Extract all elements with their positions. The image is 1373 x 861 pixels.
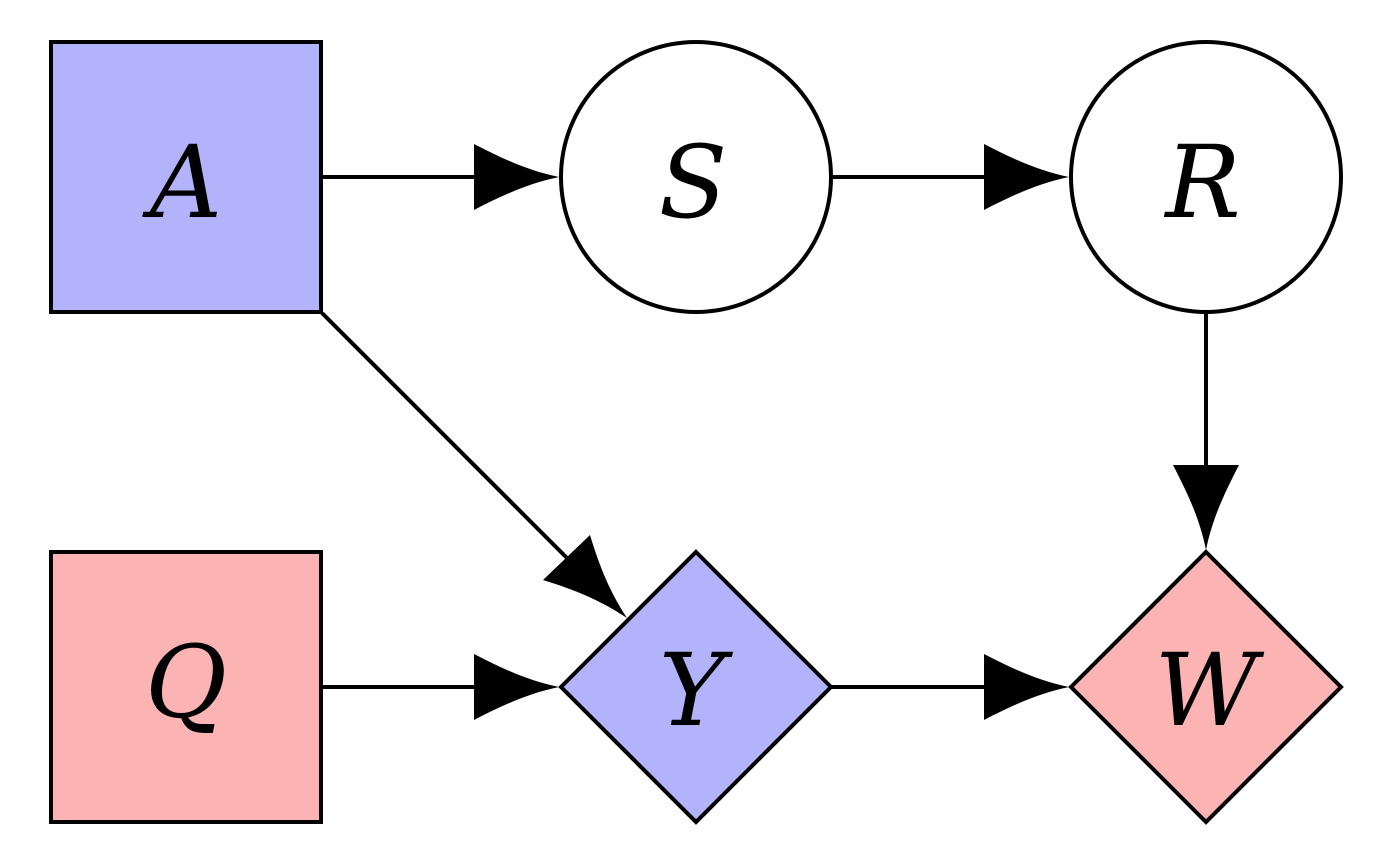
node-w-diamond bbox=[1068, 549, 1344, 825]
node-a-square bbox=[49, 40, 323, 314]
edge-a-to-s bbox=[322, 144, 559, 210]
node-w-label: W bbox=[1155, 632, 1265, 749]
edge-q-to-y bbox=[322, 654, 559, 720]
edge-a-to-y bbox=[320, 311, 627, 618]
node-s-label: S bbox=[659, 124, 728, 241]
edges bbox=[320, 144, 1239, 720]
node-q[interactable]: Q bbox=[49, 550, 323, 824]
nodes: A S R Q Y W bbox=[49, 40, 1344, 825]
edge-r-to-w bbox=[1173, 313, 1239, 550]
node-q-square bbox=[49, 550, 323, 824]
node-r-circle bbox=[1069, 40, 1343, 314]
node-r-label: R bbox=[1163, 124, 1240, 241]
node-w[interactable]: W bbox=[1068, 549, 1344, 825]
node-y-diamond bbox=[558, 549, 834, 825]
node-y[interactable]: Y bbox=[558, 549, 834, 825]
node-q-label: Q bbox=[145, 624, 227, 741]
node-r[interactable]: R bbox=[1069, 40, 1343, 314]
node-s[interactable]: S bbox=[559, 40, 833, 314]
node-s-circle bbox=[559, 40, 833, 314]
node-y-label: Y bbox=[659, 632, 733, 749]
node-a[interactable]: A bbox=[49, 40, 323, 314]
edge-s-to-r bbox=[831, 144, 1069, 210]
node-a-label: A bbox=[142, 124, 222, 241]
edge-y-to-w bbox=[831, 654, 1069, 720]
